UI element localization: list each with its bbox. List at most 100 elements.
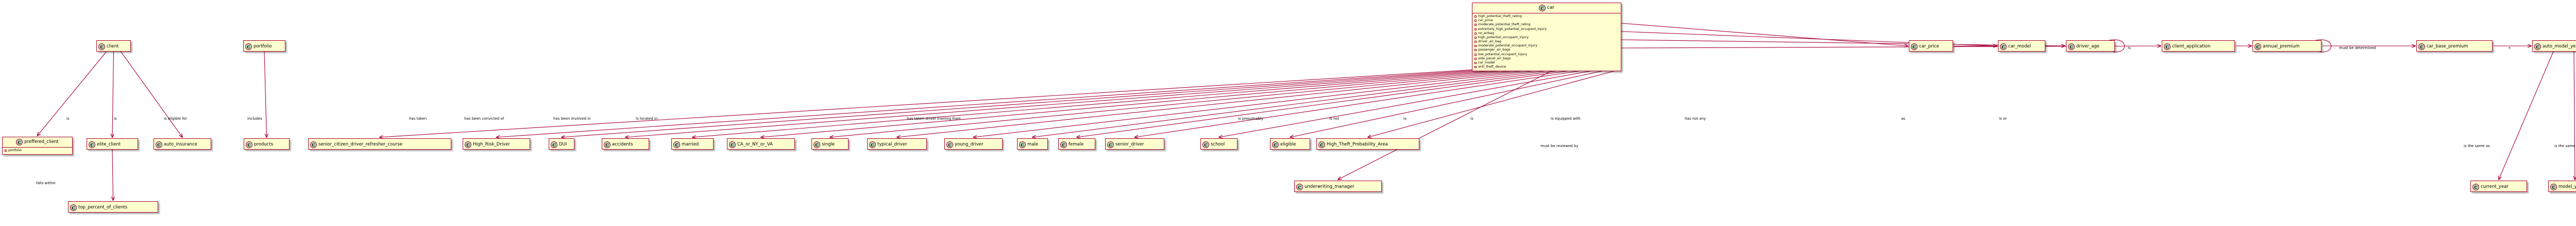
attribute-visibility-icon: [5, 150, 7, 152]
attribute-label: high_potential_theft_rating: [1478, 14, 1522, 18]
class-icon: C: [89, 141, 95, 148]
class-node-title: annual_premium: [2263, 43, 2300, 49]
edge-label: has taken driver training from: [907, 117, 961, 121]
edge-line: [1368, 69, 1620, 137]
edge-line: [625, 69, 1505, 137]
edge-line: [830, 69, 1536, 137]
edge-label: is the same as: [2554, 144, 2576, 148]
class-node-title: DUI: [559, 141, 567, 147]
attribute-visibility-icon: [1475, 41, 1477, 43]
class-node-title: model_year: [2558, 184, 2576, 189]
class-icon: C: [1019, 141, 1026, 148]
edge-line: [1032, 69, 1568, 137]
edge-line: [1219, 69, 1599, 137]
attribute-visibility-icon: [1475, 66, 1477, 69]
class-icon: C: [2164, 43, 2171, 50]
edge-label: falls within: [36, 181, 56, 185]
class-icon: C: [551, 141, 557, 148]
edge-line: [1135, 69, 1588, 137]
edge-label: is: [1470, 117, 1473, 121]
class-icon: C: [245, 43, 252, 50]
edge-label: as: [1901, 117, 1905, 121]
attribute-visibility-icon: [1475, 61, 1477, 64]
class-node-title: underwriting_manager: [1304, 184, 1354, 189]
class-node-title: married: [682, 141, 699, 147]
class-attribute: extremely_high_potential_occupant_injury: [1475, 27, 1619, 31]
class-node-title: portfolio: [253, 43, 272, 49]
attribute-visibility-icon: [1475, 28, 1477, 30]
edge-line: [692, 69, 1516, 137]
edge-label: is or: [1999, 117, 2007, 121]
class-attribute: low_potential_occupant_injury: [1475, 53, 1619, 57]
class-node-title: CA_or_NY_or_VA: [737, 141, 773, 147]
edge-line: [2574, 51, 2575, 180]
class-node-title: elite_client: [97, 141, 121, 147]
class-node-title: accidents: [612, 141, 633, 147]
edge-label: is eligible for: [164, 117, 187, 121]
attribute-label: high_potential_occupant_injury: [1478, 35, 1529, 39]
edge-line: [974, 69, 1557, 137]
class-attribute: no_airbag: [1475, 31, 1619, 36]
class-node-title: preffered_client: [24, 139, 59, 144]
class-icon: C: [2534, 43, 2541, 50]
edge-label: is equipped with: [1551, 117, 1581, 121]
class-node-title: eligible: [1280, 141, 1296, 147]
attribute-label: driver_air_bag: [1478, 40, 1501, 44]
class-icon: C: [70, 204, 77, 211]
edge-line: [112, 149, 113, 200]
attribute-label: extremely_high_potential_occupant_injury: [1478, 27, 1547, 31]
class-attribute: high_potential_occupant_injury: [1475, 36, 1619, 40]
class-icon: C: [2000, 43, 2007, 50]
class-attribute: car_model: [1475, 61, 1619, 65]
edge-line: [1338, 69, 1554, 180]
class-icon: C: [673, 141, 680, 148]
attribute-visibility-icon: [1475, 20, 1477, 22]
